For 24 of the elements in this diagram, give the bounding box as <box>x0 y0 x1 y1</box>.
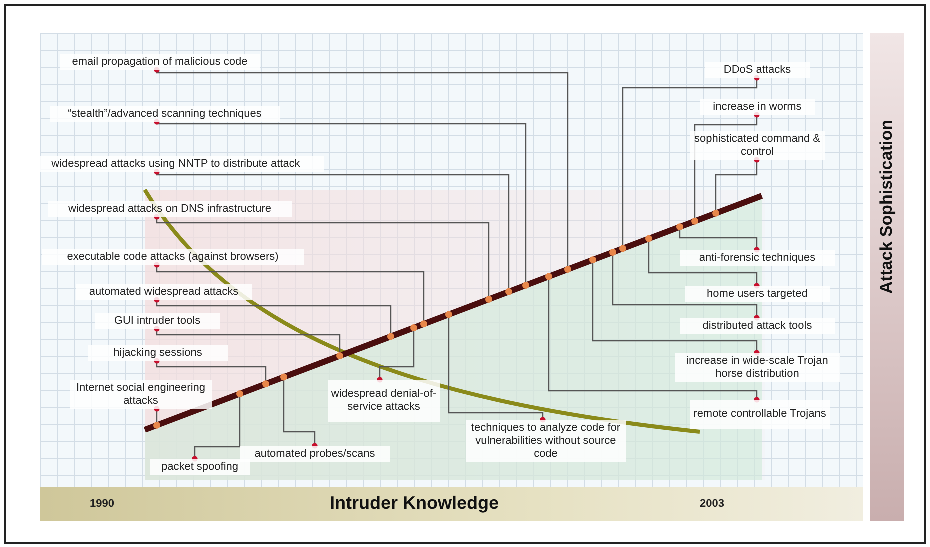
event-label: sophisticated command & control <box>690 131 825 160</box>
axis-label: 2003 <box>700 497 724 512</box>
event-label: “stealth”/advanced scanning techniques <box>50 106 280 122</box>
event-label: hijacking sessions <box>88 345 228 361</box>
event-label: GUI intruder tools <box>95 313 220 329</box>
event-label: widespread attacks on DNS infrastructure <box>48 201 292 217</box>
event-label: increase in wide-scale Trojan horse distribution <box>675 353 840 382</box>
event-label: remote controllable Trojans <box>690 400 830 429</box>
event-label: packet spoofing <box>150 459 250 475</box>
event-label: home users targeted <box>685 286 830 302</box>
event-label: widespread denial-of-service attacks <box>328 380 440 422</box>
axis-label: 1990 <box>90 497 114 512</box>
event-label: DDoS attacks <box>705 62 810 78</box>
event-label: automated widespread attacks <box>76 284 252 300</box>
event-label: executable code attacks (against browsers) <box>42 249 304 265</box>
axis-label: Attack Sophistication <box>876 120 897 294</box>
event-label: distributed attack tools <box>680 318 835 334</box>
event-label: email propagation of malicious code <box>60 54 260 70</box>
axis-label: Intruder Knowledge <box>330 492 500 515</box>
event-label: automated probes/scans <box>240 446 390 462</box>
event-label: anti-forensic techniques <box>680 250 835 266</box>
event-label: increase in worms <box>700 99 815 115</box>
event-label: Internet social engineering attacks <box>70 380 212 409</box>
event-label: techniques to analyze code for vulnerabilities without source code <box>466 420 626 462</box>
